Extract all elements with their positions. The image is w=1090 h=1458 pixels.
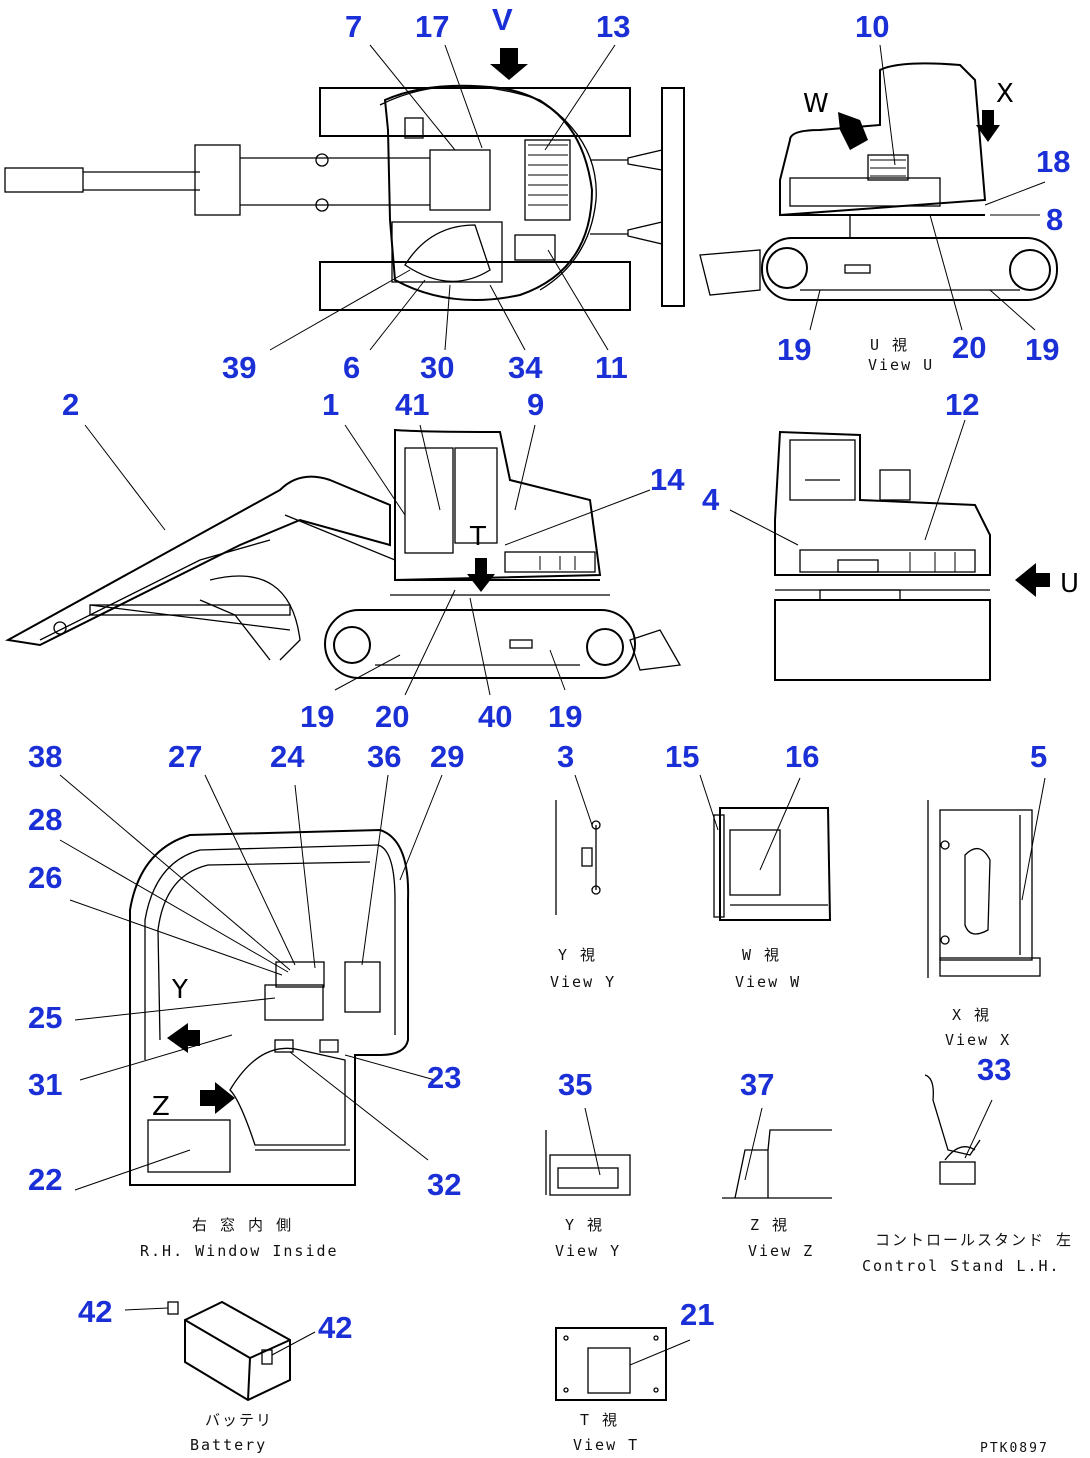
rear-view-drawing	[774, 430, 1050, 681]
callout-3: 3	[557, 739, 574, 774]
rear-view-leaders	[729, 419, 966, 546]
callout-numbers: 7 17 V 13 10 X W 18 8 39 6 30 34 11 19 2…	[28, 2, 1079, 1345]
view-t-drawing	[555, 1327, 691, 1401]
callout-20-side: 20	[375, 699, 409, 734]
callout-19-side-right: 19	[548, 699, 582, 734]
callout-8: 8	[1046, 202, 1063, 237]
caption-view-u-jp: U 視	[870, 336, 909, 354]
battery-drawing	[124, 1300, 316, 1402]
callout-28: 28	[28, 802, 62, 837]
callout-31: 31	[28, 1067, 62, 1102]
callout-18: 18	[1036, 144, 1070, 179]
top-view-leaders	[269, 44, 616, 351]
caption-view-w-en: View W	[735, 973, 801, 991]
view-captions: U 視 View U Y 視 View Y W 視 View W X 視 Vie…	[140, 336, 1073, 1456]
callout-x: X	[996, 79, 1014, 109]
callout-2: 2	[62, 387, 79, 422]
caption-view-y1-jp: Y 視	[558, 946, 597, 964]
callout-42-right: 42	[318, 1310, 352, 1345]
view-w-drawing	[699, 774, 832, 921]
callout-v: V	[492, 2, 513, 37]
callout-12: 12	[945, 387, 979, 422]
callout-33: 33	[977, 1052, 1011, 1087]
callout-4: 4	[702, 482, 720, 517]
callout-14: 14	[650, 462, 685, 497]
callout-9: 9	[527, 387, 544, 422]
callout-37: 37	[740, 1067, 774, 1102]
callout-t: T	[469, 522, 486, 552]
callout-u: U	[1060, 569, 1079, 599]
caption-view-y2-en: View Y	[555, 1242, 621, 1260]
callout-27: 27	[168, 739, 202, 774]
callout-1: 1	[322, 387, 339, 422]
view-u-leaders	[809, 44, 1046, 331]
side-view-leaders	[84, 424, 651, 696]
view-y2-drawing	[545, 1107, 631, 1196]
callout-39: 39	[222, 350, 256, 385]
callout-21: 21	[680, 1297, 714, 1332]
callout-y: Y	[171, 975, 188, 1005]
callout-23: 23	[427, 1060, 461, 1095]
caption-control-en: Control Stand L.H.	[862, 1257, 1061, 1275]
view-u-drawing	[699, 62, 1058, 301]
caption-battery-jp: バッテリ	[205, 1411, 273, 1429]
callout-z: Z	[152, 1092, 170, 1122]
callout-29: 29	[430, 739, 464, 774]
callout-16: 16	[785, 739, 819, 774]
callout-17: 17	[415, 9, 449, 44]
callout-25: 25	[28, 1000, 62, 1035]
caption-view-y1-en: View Y	[550, 973, 616, 991]
callout-20-view-u: 20	[952, 330, 986, 365]
callout-38: 38	[28, 739, 62, 774]
side-view-drawing	[4, 428, 682, 679]
drawing-code: PTK0897	[980, 1441, 1049, 1456]
callout-42-left: 42	[78, 1294, 112, 1329]
caption-view-y2-jp: Y 視	[565, 1216, 604, 1234]
caption-view-x-jp: X 視	[952, 1006, 991, 1024]
caption-view-u-en: View U	[868, 356, 934, 374]
callout-34: 34	[508, 350, 543, 385]
caption-view-w-jp: W 視	[742, 946, 781, 964]
caption-view-z-jp: Z 視	[750, 1216, 789, 1234]
callout-24: 24	[270, 739, 305, 774]
callout-13: 13	[596, 9, 630, 44]
view-x-drawing	[927, 777, 1046, 978]
caption-battery-en: Battery	[190, 1436, 267, 1454]
callout-32: 32	[427, 1167, 461, 1202]
caption-window-en: R.H. Window Inside	[140, 1242, 339, 1260]
top-view-drawing	[4, 48, 685, 311]
caption-control-jp: コントロールスタンド 左	[875, 1231, 1073, 1249]
callout-26: 26	[28, 860, 62, 895]
callout-w: W	[803, 89, 829, 119]
caption-window-jp: 右 窓 内 側	[192, 1216, 293, 1234]
callout-19-side-left: 19	[300, 699, 334, 734]
callout-10: 10	[855, 9, 889, 44]
caption-view-z-en: View Z	[748, 1242, 814, 1260]
callout-35: 35	[558, 1067, 592, 1102]
view-z-drawing	[722, 1107, 832, 1199]
callout-41: 41	[395, 387, 429, 422]
callout-22: 22	[28, 1162, 62, 1197]
callout-11: 11	[595, 350, 628, 385]
caption-view-x-en: View X	[945, 1031, 1011, 1049]
control-stand-drawing	[924, 1074, 993, 1185]
callout-19-view-u-right: 19	[1025, 332, 1059, 367]
caption-view-t-en: View T	[573, 1436, 639, 1454]
callout-15: 15	[665, 739, 699, 774]
view-y1-drawing	[555, 774, 601, 915]
window-inside-leaders	[59, 774, 443, 1191]
window-inside-drawing	[129, 828, 410, 1186]
callout-19-view-u-left: 19	[777, 332, 811, 367]
callout-30: 30	[420, 350, 454, 385]
caption-view-t-jp: T 視	[580, 1411, 619, 1429]
callout-36: 36	[367, 739, 401, 774]
callout-5: 5	[1030, 739, 1047, 774]
callout-40: 40	[478, 699, 512, 734]
callout-6: 6	[343, 350, 360, 385]
callout-7: 7	[345, 9, 362, 44]
